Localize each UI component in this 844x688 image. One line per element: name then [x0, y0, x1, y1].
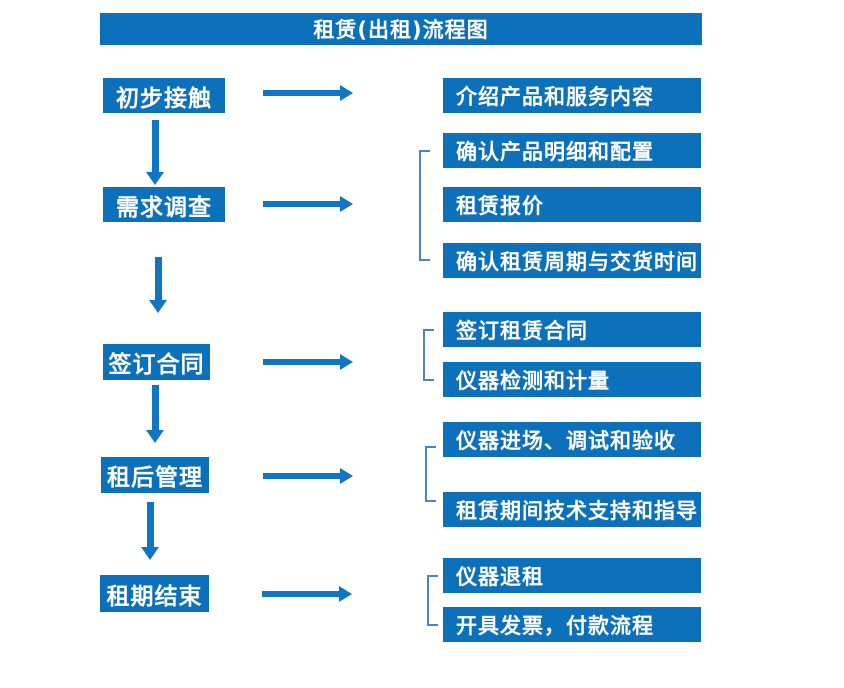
- arrow-line: [262, 591, 339, 597]
- right-arrow: [263, 196, 353, 212]
- detail-box: 介绍产品和服务内容: [443, 78, 701, 113]
- arrow-head: [340, 354, 353, 370]
- detail-box: 确认产品明细和配置: [443, 133, 701, 168]
- step-box-initial-contact: 初步接触: [103, 78, 225, 113]
- group-bracket: [425, 446, 436, 502]
- right-arrow: [263, 354, 353, 370]
- detail-box: 租赁报价: [443, 187, 701, 222]
- step-box-demand-survey: 需求调查: [103, 187, 225, 222]
- detail-box: 开具发票，付款流程: [443, 607, 701, 642]
- right-arrow: [262, 586, 352, 602]
- detail-box: 租赁期间技术支持和指导: [443, 492, 701, 527]
- right-arrow: [263, 85, 353, 101]
- step-box-sign-contract: 签订合同: [103, 344, 210, 380]
- detail-box: 仪器检测和计量: [443, 362, 701, 397]
- step-box-post-rental-management: 租后管理: [101, 457, 209, 493]
- group-bracket: [427, 575, 438, 626]
- arrow-line: [146, 502, 154, 547]
- right-arrow: [263, 468, 353, 484]
- group-bracket: [419, 150, 430, 261]
- arrow-line: [151, 120, 159, 172]
- detail-box: 仪器进场、调试和验收: [443, 422, 701, 457]
- arrow-head: [141, 547, 159, 560]
- arrow-head: [340, 85, 353, 101]
- step-box-rental-end: 租期结束: [100, 575, 209, 612]
- arrow-head: [340, 468, 353, 484]
- arrow-line: [263, 473, 340, 479]
- down-arrow: [141, 502, 159, 560]
- arrow-line: [263, 201, 340, 207]
- arrow-head: [149, 300, 167, 313]
- arrow-line: [154, 257, 162, 300]
- detail-box: 签订租赁合同: [443, 312, 701, 347]
- down-arrow: [146, 385, 164, 443]
- down-arrow: [149, 257, 167, 313]
- detail-box: 确认租赁周期与交货时间: [443, 243, 701, 278]
- arrow-line: [263, 359, 340, 365]
- arrow-head: [146, 172, 164, 185]
- arrow-head: [146, 430, 164, 443]
- detail-box: 仪器退租: [443, 558, 701, 593]
- arrow-line: [263, 90, 340, 96]
- flowchart-title: 租赁(出租)流程图: [100, 13, 702, 45]
- group-bracket: [423, 329, 434, 381]
- arrow-head: [340, 196, 353, 212]
- down-arrow: [146, 120, 164, 185]
- arrow-head: [339, 586, 352, 602]
- arrow-line: [151, 385, 159, 430]
